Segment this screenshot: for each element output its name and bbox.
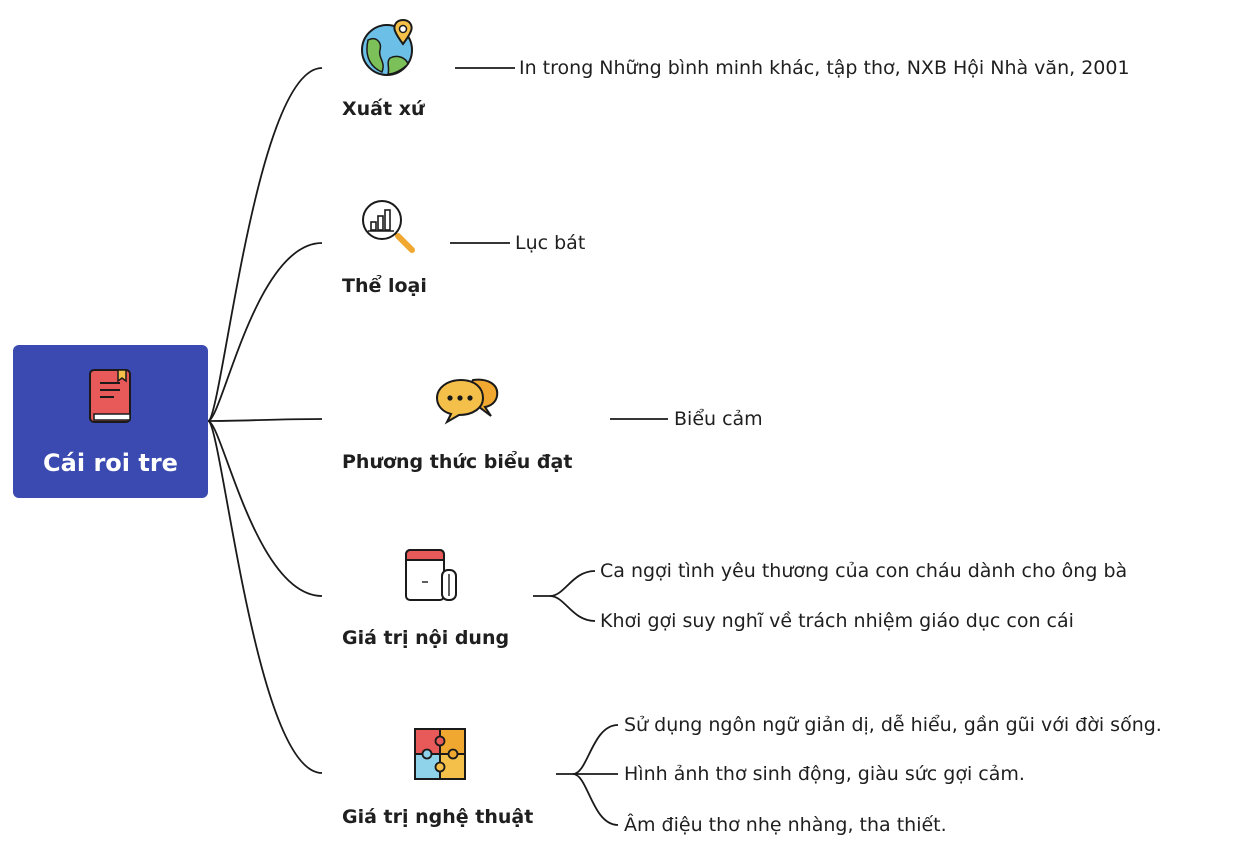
leaf-the-loai: Lục bát <box>515 232 586 254</box>
connector-noi-dung-leaf-1 <box>549 570 596 597</box>
connector-nghe-thuat-leaf-3 <box>572 773 619 826</box>
chat-bubbles-icon <box>435 374 501 430</box>
leaf-nghe-thuat-3: Âm điệu thơ nhẹ nhàng, tha thiết. <box>624 814 947 836</box>
branch-label-xuat-xu: Xuất xứ <box>342 98 425 120</box>
connector-nghe-thuat-leaf-1 <box>572 724 619 775</box>
connector-root-noi-dung <box>207 420 323 597</box>
connector-root-nghe-thuat <box>207 420 323 774</box>
book-icon <box>88 367 134 429</box>
connector-noi-dung-leaf-2 <box>549 595 596 622</box>
leaf-nghe-thuat-1: Sử dụng ngôn ngữ giản dị, dễ hiểu, gần g… <box>624 714 1162 736</box>
notebook-icon <box>402 546 462 608</box>
magnifier-chart-icon <box>358 196 418 260</box>
leaf-noi-dung-2: Khơi gợi suy nghĩ về trách nhiệm giáo dụ… <box>600 610 1074 632</box>
branch-label-nghe-thuat: Giá trị nghệ thuật <box>342 806 534 828</box>
connector-root-the-loai <box>207 242 323 422</box>
root-node[interactable]: Cái roi tre <box>13 345 208 498</box>
leaf-phuong-thuc: Biểu cảm <box>674 408 763 430</box>
leaf-xuat-xu: In trong Những bình minh khác, tập thơ, … <box>519 57 1130 79</box>
connector-root-xuat-xu <box>207 67 323 422</box>
globe-pin-icon <box>360 18 418 82</box>
puzzle-icon <box>412 726 468 786</box>
leaf-noi-dung-1: Ca ngợi tình yêu thương của con cháu dàn… <box>600 560 1128 582</box>
branch-label-noi-dung: Giá trị nội dung <box>342 627 510 649</box>
branch-label-the-loai: Thể loại <box>342 275 427 297</box>
branch-label-phuong-thuc: Phương thức biểu đạt <box>342 451 573 473</box>
connector-root-phuong-thuc <box>207 418 323 422</box>
root-title: Cái roi tre <box>43 449 178 477</box>
leaf-nghe-thuat-2: Hình ảnh thơ sinh động, giàu sức gợi cảm… <box>624 763 1025 785</box>
